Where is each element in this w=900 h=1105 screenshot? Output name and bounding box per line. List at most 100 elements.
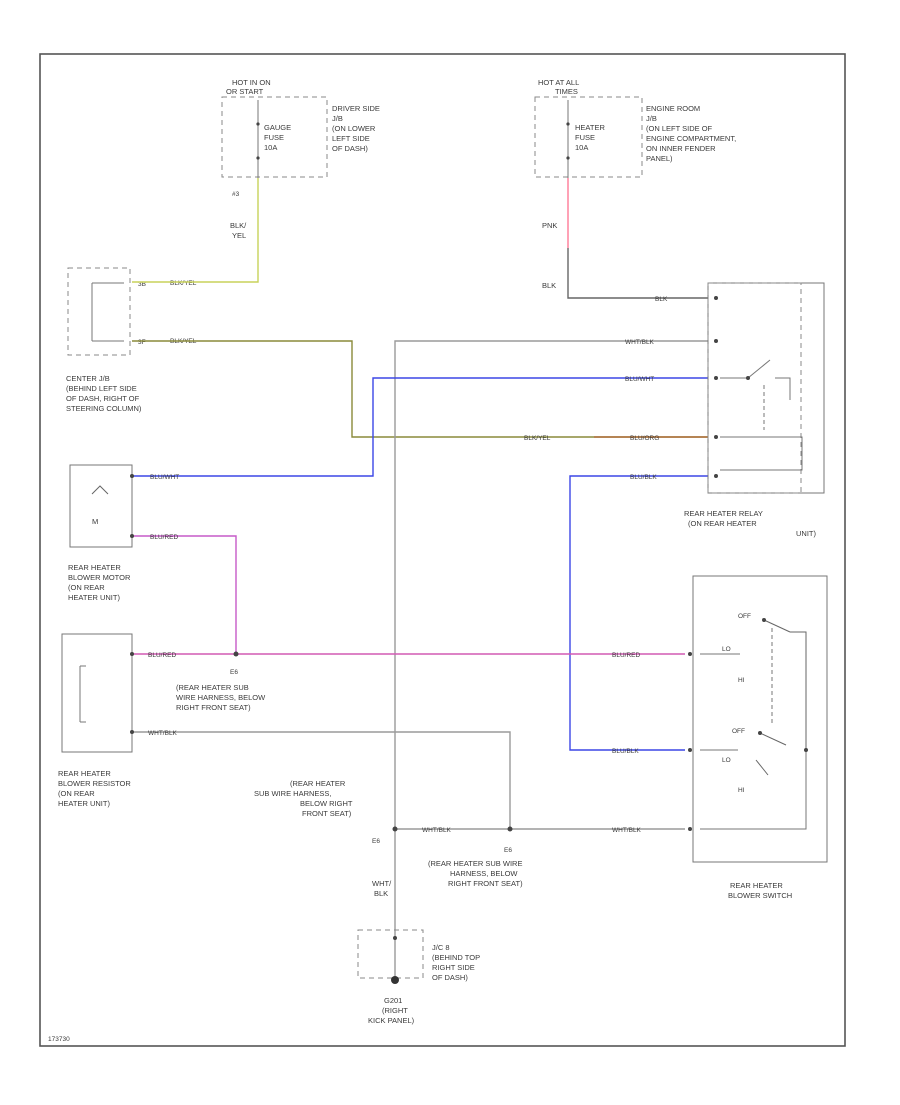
- jc8-box: [357, 929, 424, 979]
- splice-e6-top-label-3: RIGHT FRONT SEAT): [176, 703, 251, 712]
- relay-label-3: UNIT): [796, 529, 816, 538]
- engine-jb-loc-5: ON INNER FENDER: [646, 144, 716, 153]
- wire-wht-blk-trunk: [394, 340, 708, 978]
- splice-left-wire-2: BLK: [374, 889, 388, 898]
- splice-e6-top-dot: [233, 651, 239, 657]
- splice-left-label-2: SUB WIRE HARNESS,: [254, 789, 332, 798]
- resistor-label-1: REAR HEATER: [58, 769, 111, 778]
- driver-jb-loc-4: LEFT SIDE: [332, 134, 370, 143]
- motor-symbol-top: [91, 485, 109, 495]
- splice-left-group: (REAR HEATER SUB WIRE HARNESS, BELOW RIG…: [254, 779, 398, 898]
- motor-label-4: HEATER UNIT): [68, 593, 120, 602]
- switch-contact-3: [804, 748, 808, 752]
- switch-pos-lo-2: LO: [722, 757, 731, 764]
- jc8-group: J/C 8 (BEHIND TOP RIGHT SIDE OF DASH): [357, 929, 480, 982]
- heater-fuse-group: HOT AT ALL TIMES HEATER FUSE 10A ENGINE …: [534, 78, 736, 290]
- relay-group: BLK WHT/BLK BLU/WHT BLK/YEL BLU/ORG BLU/…: [524, 282, 825, 538]
- switch-wire-lo: BLU/RED: [612, 652, 640, 659]
- switch-contact-2: [758, 731, 762, 735]
- motor-pin-1: [130, 474, 134, 478]
- center-jb-loc-4: STEERING COLUMN): [66, 404, 142, 413]
- switch-pos-off-1: OFF: [738, 613, 751, 620]
- splice-e6-top-group: E6 (REAR HEATER SUB WIRE HARNESS, BELOW …: [176, 651, 266, 712]
- jc8-label-1: J/C 8: [432, 943, 450, 952]
- relay-wire-2: WHT/BLK: [625, 339, 655, 346]
- diagram-code: 173730: [48, 1036, 70, 1043]
- gauge-fuse-line3: 10A: [264, 143, 277, 152]
- relay-label-2: (ON REAR HEATER: [688, 519, 757, 528]
- relay-wire-3: BLU/WHT: [625, 376, 654, 383]
- wire-pnk-label: PNK: [542, 221, 557, 230]
- switch-pos-off-2: OFF: [732, 728, 745, 735]
- splice-e6-top-label-1: (REAR HEATER SUB: [176, 683, 249, 692]
- motor-label-1: REAR HEATER: [68, 563, 121, 572]
- heater-fuse-line3: 10A: [575, 143, 588, 152]
- wire-blk-yel-gauge: [132, 178, 259, 283]
- center-jb-pin-a: 3B: [138, 281, 146, 288]
- heater-fuse-line2: FUSE: [575, 133, 595, 142]
- switch-pos-hi-1: HI: [738, 677, 745, 684]
- switch-contacts: [755, 619, 807, 776]
- splice-left-wire-1: WHT/: [372, 879, 392, 888]
- resistor-wire-top: BLU/RED: [148, 652, 176, 659]
- fuse1-header-2: OR START: [226, 87, 264, 96]
- driver-jb-loc-3: (ON LOWER: [332, 124, 376, 133]
- relay-pin-2: [714, 339, 718, 343]
- engine-jb-loc-6: PANEL): [646, 154, 673, 163]
- switch-contact-1: [762, 618, 766, 622]
- switch-label-1: REAR HEATER: [730, 881, 783, 890]
- motor-symbol-icon: M: [92, 517, 98, 526]
- wires-group: [132, 178, 708, 978]
- splice-left-label-4: FRONT SEAT): [302, 809, 352, 818]
- gauge-fuse-group: HOT IN ON OR START GAUGE FUSE 10A DRIVER…: [221, 78, 380, 240]
- heater-fuse-pin-bottom: [566, 156, 570, 160]
- diagram-frame: [39, 53, 846, 1047]
- center-jb-loc-2: (BEHIND LEFT SIDE: [66, 384, 137, 393]
- resistor-label-4: HEATER UNIT): [58, 799, 110, 808]
- center-jb-loc-3: OF DASH, RIGHT OF: [66, 394, 140, 403]
- splice-e6-mid-label-3: RIGHT FRONT SEAT): [448, 879, 523, 888]
- engine-jb-loc-1: ENGINE ROOM: [646, 104, 700, 113]
- center-jb-bus: [92, 282, 124, 342]
- splice-left-label-3: BELOW RIGHT: [300, 799, 353, 808]
- resistor-label-2: BLOWER RESISTOR: [58, 779, 131, 788]
- resistor-label-3: (ON REAR: [58, 789, 95, 798]
- splice-e6-mid-group: WHT/BLK E6 (REAR HEATER SUB WIRE HARNESS…: [422, 826, 523, 888]
- wire-blu-red-motor: [132, 535, 237, 654]
- switch-internal: [700, 653, 807, 830]
- switch-pin-gnd: [688, 827, 692, 831]
- relay-pin-3: [714, 376, 718, 380]
- gauge-fuse-pin-top: [256, 122, 260, 126]
- relay-contacts: [720, 359, 803, 471]
- motor-label-2: BLOWER MOTOR: [68, 573, 131, 582]
- splice-e6-top-id: E6: [230, 669, 238, 676]
- splice-left-label-1: (REAR HEATER: [290, 779, 346, 788]
- wire-blu-blk: [569, 475, 708, 751]
- ground-label-1: G201: [384, 996, 402, 1005]
- splice-e6-mid-dot: [507, 826, 513, 832]
- driver-jb-loc-2: J/B: [332, 114, 343, 123]
- blower-motor-box: [69, 464, 133, 548]
- switch-wire-gnd: WHT/BLK: [612, 827, 642, 834]
- relay-label-1: REAR HEATER RELAY: [684, 509, 763, 518]
- center-jb-box: [67, 267, 131, 356]
- center-jb-pin-b: 3F: [138, 339, 146, 346]
- blower-switch-group: BLU/RED BLU/BLK WHT/BLK OFF LO HI OFF LO…: [612, 575, 828, 900]
- relay-wire-4: BLK/YEL: [524, 435, 551, 442]
- engine-jb-loc-4: ENGINE COMPARTMENT,: [646, 134, 736, 143]
- blower-switch-box: [692, 575, 828, 863]
- jc8-label-2: (BEHIND TOP: [432, 953, 480, 962]
- engine-jb-loc-3: (ON LEFT SIDE OF: [646, 124, 713, 133]
- jc8-pin: [393, 936, 397, 940]
- gauge-fuse-line1: GAUGE: [264, 123, 291, 132]
- wire-blk-yel-2: YEL: [232, 231, 246, 240]
- relay-pin-4: [714, 435, 718, 439]
- relay-wire-5: BLU/ORG: [630, 435, 659, 442]
- center-jb-loc-1: CENTER J/B: [66, 374, 110, 383]
- wire-blk-relay: [567, 248, 708, 299]
- driver-jb-loc-5: OF DASH): [332, 144, 368, 153]
- relay-box: [707, 282, 825, 494]
- fuse2-header-2: TIMES: [555, 87, 578, 96]
- splice-left-id: E6: [372, 838, 380, 845]
